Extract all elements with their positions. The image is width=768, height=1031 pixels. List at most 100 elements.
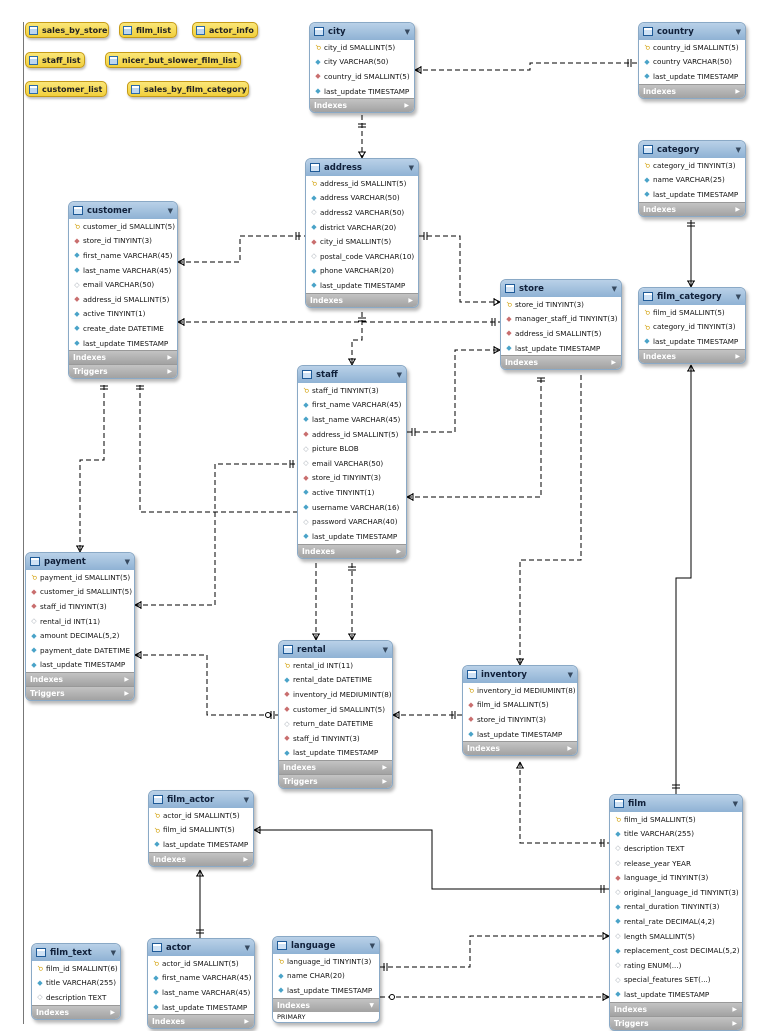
table-header[interactable]: payment▼	[26, 553, 134, 570]
collapse-arrow-icon[interactable]: ▼	[404, 27, 410, 36]
column-row[interactable]: ◇release_year YEAR	[610, 856, 742, 871]
collapse-arrow-icon[interactable]: ▼	[396, 370, 402, 379]
column-row[interactable]: ◆rental_rate DECIMAL(4,2)	[610, 914, 742, 929]
collapse-arrow-icon[interactable]: ▼	[408, 163, 414, 172]
table-category[interactable]: category▼⚲category_id TINYINT(3)◆name VA…	[638, 140, 746, 217]
column-row[interactable]: ◇address2 VARCHAR(50)	[306, 205, 418, 220]
column-row[interactable]: ◆last_name VARCHAR(45)	[69, 263, 177, 278]
section-indexes[interactable]: Indexes▶	[463, 741, 577, 756]
collapse-arrow-icon[interactable]: ▼	[735, 292, 741, 301]
column-row[interactable]: ◆active TINYINT(1)	[298, 485, 406, 500]
column-row[interactable]: ⚲language_id TINYINT(3)	[273, 954, 379, 969]
column-row[interactable]: ◆last_update TIMESTAMP	[298, 529, 406, 544]
column-row[interactable]: ◆district VARCHAR(20)	[306, 220, 418, 235]
table-store[interactable]: store▼⚲store_id TINYINT(3)◆manager_staff…	[500, 279, 622, 371]
table-address[interactable]: address▼⚲address_id SMALLINT(5)◆address …	[305, 158, 419, 308]
column-row[interactable]: ◆amount DECIMAL(5,2)	[26, 628, 134, 643]
index-item[interactable]: PRIMARY	[273, 1011, 379, 1022]
collapse-arrow-icon[interactable]: ▼	[732, 799, 738, 808]
column-row[interactable]: ◇rental_id INT(11)	[26, 614, 134, 629]
section-indexes[interactable]: Indexes▶	[298, 543, 406, 558]
table-film-text[interactable]: film_text▼⚲film_id SMALLINT(6)◆title VAR…	[31, 943, 121, 1020]
column-row[interactable]: ◆address_id SMALLINT(5)	[69, 292, 177, 307]
column-row[interactable]: ◆store_id TINYINT(3)	[298, 471, 406, 486]
column-row[interactable]: ◆replacement_cost DECIMAL(5,2)	[610, 943, 742, 958]
section-indexes[interactable]: Indexes▶	[639, 348, 745, 363]
table-header[interactable]: address▼	[306, 159, 418, 176]
section-triggers[interactable]: Triggers▶	[26, 686, 134, 701]
expand-right-icon[interactable]: ▶	[396, 547, 401, 555]
column-row[interactable]: ◆language_id TINYINT(3)	[610, 870, 742, 885]
table-header[interactable]: inventory▼	[463, 666, 577, 683]
section-indexes[interactable]: Indexes▶	[26, 672, 134, 687]
column-row[interactable]: ◇description TEXT	[610, 841, 742, 856]
table-header[interactable]: city▼	[310, 23, 414, 40]
view-sales-by-store[interactable]: sales_by_store	[25, 22, 109, 38]
column-row[interactable]: ⚲store_id TINYINT(3)	[501, 297, 621, 312]
column-row[interactable]: ◆last_update TIMESTAMP	[310, 84, 414, 99]
column-row[interactable]: ⚲customer_id SMALLINT(5)	[69, 219, 177, 234]
expand-right-icon[interactable]: ▶	[124, 676, 129, 684]
section-triggers[interactable]: Triggers▶	[610, 1015, 742, 1030]
view-sales-by-film-category[interactable]: sales_by_film_category	[127, 81, 249, 97]
expand-right-icon[interactable]: ▶	[408, 296, 413, 304]
expand-right-icon[interactable]: ▶	[735, 87, 740, 95]
column-row[interactable]: ⚲film_id SMALLINT(5)	[639, 305, 745, 320]
view-film-list[interactable]: film_list	[119, 22, 177, 38]
table-language[interactable]: language▼⚲language_id TINYINT(3)◆name CH…	[272, 936, 380, 1023]
column-row[interactable]: ◇postal_code VARCHAR(10)	[306, 249, 418, 264]
column-row[interactable]: ◆last_update TIMESTAMP	[306, 278, 418, 293]
view-customer-list[interactable]: customer_list	[25, 81, 107, 97]
expand-right-icon[interactable]: ▶	[382, 764, 387, 772]
collapse-arrow-icon[interactable]: ▼	[244, 943, 250, 952]
column-row[interactable]: ◆city_id SMALLINT(5)	[306, 234, 418, 249]
column-row[interactable]: ⚲actor_id SMALLINT(5)	[149, 808, 253, 823]
column-row[interactable]: ◆country VARCHAR(50)	[639, 55, 745, 70]
section-indexes[interactable]: Indexes▶	[148, 1014, 254, 1029]
column-row[interactable]: ◆name CHAR(20)	[273, 969, 379, 984]
table-film[interactable]: film▼⚲film_id SMALLINT(5)◆title VARCHAR(…	[609, 794, 743, 1031]
column-row[interactable]: ◆first_name VARCHAR(45)	[148, 971, 254, 986]
table-country[interactable]: country▼⚲country_id SMALLINT(5)◆country …	[638, 22, 746, 99]
column-row[interactable]: ⚲rental_id INT(11)	[279, 658, 392, 673]
column-row[interactable]: ⚲actor_id SMALLINT(5)	[148, 956, 254, 971]
column-row[interactable]: ◆last_update TIMESTAMP	[279, 746, 392, 761]
expand-right-icon[interactable]: ▶	[732, 1019, 737, 1027]
table-header[interactable]: language▼	[273, 937, 379, 954]
column-row[interactable]: ◆last_name VARCHAR(45)	[148, 985, 254, 1000]
column-row[interactable]: ◇length SMALLINT(5)	[610, 929, 742, 944]
table-header[interactable]: film_text▼	[32, 944, 120, 961]
expand-right-icon[interactable]: ▶	[243, 855, 248, 863]
table-header[interactable]: store▼	[501, 280, 621, 297]
table-film-category[interactable]: film_category▼⚲film_id SMALLINT(5)⚲categ…	[638, 287, 746, 364]
column-row[interactable]: ◇special_features SET(...)	[610, 973, 742, 988]
table-actor[interactable]: actor▼⚲actor_id SMALLINT(5)◆first_name V…	[147, 938, 255, 1030]
collapse-arrow-icon[interactable]: ▼	[735, 27, 741, 36]
view-actor-info[interactable]: actor_info	[192, 22, 258, 38]
section-indexes[interactable]: Indexes▶	[310, 98, 414, 113]
table-header[interactable]: film_category▼	[639, 288, 745, 305]
section-indexes[interactable]: Indexes▶	[69, 350, 177, 365]
section-indexes[interactable]: Indexes▶	[639, 83, 745, 98]
view-nicer-but-slower-film-list[interactable]: nicer_but_slower_film_list	[105, 52, 241, 68]
expand-right-icon[interactable]: ▶	[110, 1008, 115, 1016]
column-row[interactable]: ◇original_language_id TINYINT(3)	[610, 885, 742, 900]
expand-right-icon[interactable]: ▶	[167, 368, 172, 376]
column-row[interactable]: ◆last_update TIMESTAMP	[69, 336, 177, 351]
table-header[interactable]: customer▼	[69, 202, 177, 219]
expand-right-icon[interactable]: ▶	[167, 354, 172, 362]
column-row[interactable]: ◆manager_staff_id TINYINT(3)	[501, 312, 621, 327]
column-row[interactable]: ◆last_update TIMESTAMP	[639, 187, 745, 202]
expand-down-icon[interactable]: ▼	[369, 1001, 374, 1009]
section-triggers[interactable]: Triggers▶	[69, 364, 177, 379]
collapse-arrow-icon[interactable]: ▼	[611, 284, 617, 293]
collapse-arrow-icon[interactable]: ▼	[369, 941, 375, 950]
column-row[interactable]: ◆last_update TIMESTAMP	[610, 987, 742, 1002]
table-header[interactable]: actor▼	[148, 939, 254, 956]
collapse-arrow-icon[interactable]: ▼	[124, 557, 130, 566]
column-row[interactable]: ◆store_id TINYINT(3)	[69, 234, 177, 249]
table-inventory[interactable]: inventory▼⚲inventory_id MEDIUMINT(8)◆fil…	[462, 665, 578, 757]
section-indexes[interactable]: Indexes▶	[279, 760, 392, 775]
column-row[interactable]: ◆last_update TIMESTAMP	[149, 837, 253, 852]
column-row[interactable]: ◆rental_duration TINYINT(3)	[610, 900, 742, 915]
